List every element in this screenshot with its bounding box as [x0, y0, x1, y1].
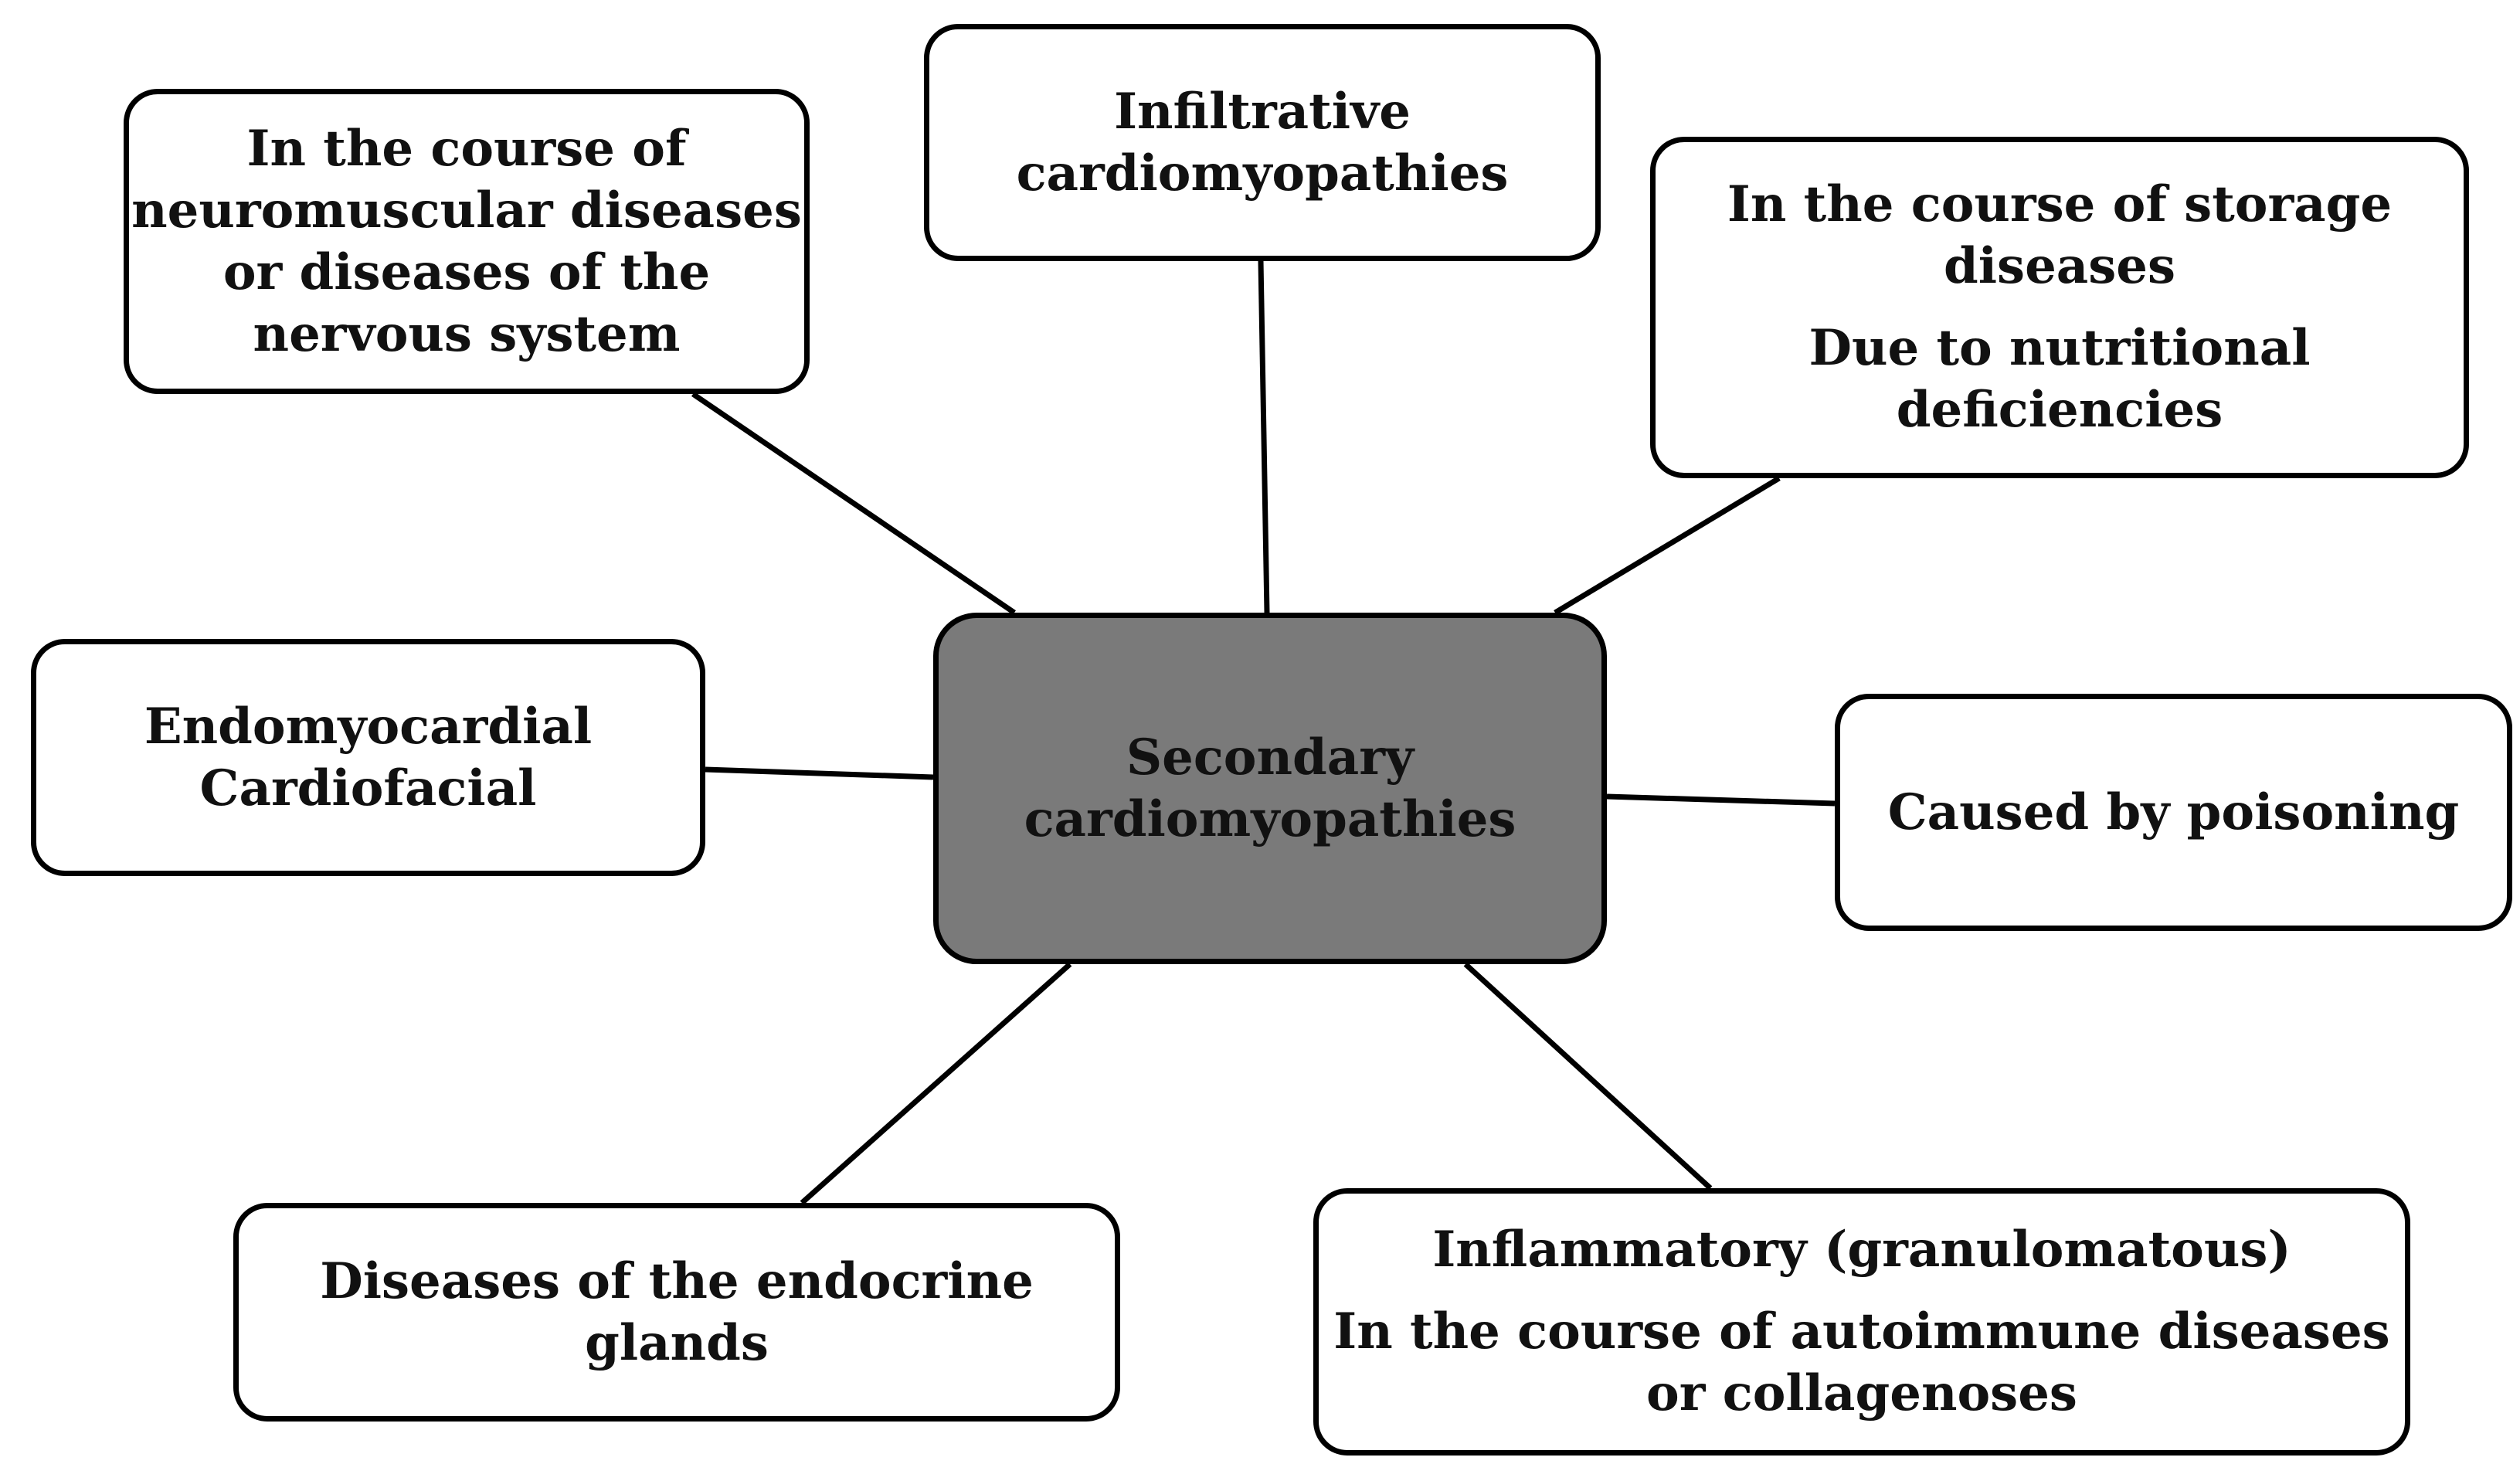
node-autoimmune-line-1: In the course of autoimmune diseases [1333, 1303, 2390, 1360]
connector-endocrine [800, 962, 1072, 1205]
node-inflammatory-autoimmune: Inflammatory (granulomatous) In the cour… [1313, 1188, 2410, 1456]
node-neuromuscular-line-3: or diseases of the [222, 243, 711, 301]
node-endomyocardial: Endomyocardial Cardiofacial [31, 639, 705, 876]
node-endocrine-line-1: Diseases of the endocrine [320, 1252, 1034, 1310]
node-endomyocardial-line-1: Endomyocardial [144, 697, 593, 756]
node-endocrine: Diseases of the endocrine glands [233, 1203, 1120, 1422]
node-endomyocardial-line-2: Cardiofacial [199, 759, 537, 817]
connector-infiltrative [1258, 260, 1270, 613]
node-inflammatory-line-1: Inflammatory (granulomatous) [1432, 1221, 2291, 1279]
node-infiltrative: Infiltrative cardiomyopathies [924, 24, 1601, 261]
node-autoimmune-line-2: or collagenoses [1646, 1364, 2077, 1422]
node-nutritional-line-2: deficiencies [1896, 381, 2223, 439]
node-neuromuscular-line-2: neuromuscular diseases [131, 181, 802, 239]
node-poisoning: Caused by poisoning [1835, 694, 2512, 931]
connector-storage [1554, 475, 1781, 616]
node-nutritional-line-1: Due to nutritional [1808, 319, 2311, 377]
node-endocrine-line-2: glands [585, 1313, 769, 1372]
node-poisoning-line-1: Caused by poisoning [1887, 783, 2460, 841]
node-neuromuscular-line-1: In the course of [246, 119, 687, 178]
node-infiltrative-line-2: cardiomyopathies [1016, 144, 1509, 202]
center-node-line-2: cardiomyopathies [1024, 790, 1516, 848]
node-storage-nutritional: In the course of storage diseases Due to… [1650, 137, 2469, 478]
center-node-secondary-cardiomyopathies: Secondary cardiomyopathies [933, 613, 1607, 964]
connector-inflammatory [1463, 962, 1713, 1191]
node-neuromuscular-line-4: nervous system [253, 304, 681, 363]
connector-neuromuscular [691, 392, 1016, 615]
node-storage-line-1: In the course of storage [1727, 175, 2393, 233]
center-node-line-1: Secondary [1126, 728, 1415, 786]
node-infiltrative-line-1: Infiltrative [1114, 82, 1411, 141]
connector-poisoning [1606, 793, 1836, 807]
connector-endomyocardial [705, 766, 934, 780]
node-storage-line-2: diseases [1943, 237, 2176, 295]
node-neuromuscular: In the course of neuromuscular diseases … [124, 89, 810, 394]
